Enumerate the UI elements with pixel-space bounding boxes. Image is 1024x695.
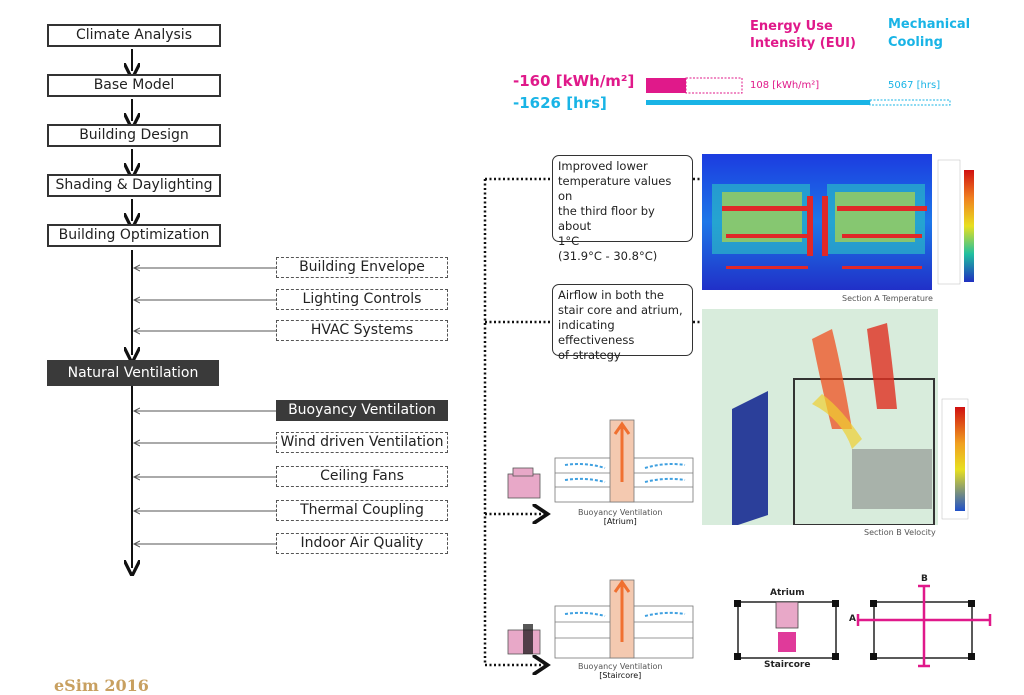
atrium-caption-sub: [Atrium] bbox=[603, 517, 637, 526]
natural-ventilation-box: Natural Ventilation bbox=[47, 360, 219, 386]
step-climate-analysis: Climate Analysis bbox=[47, 24, 221, 47]
cooling-value: 5067 [hrs] bbox=[888, 80, 941, 91]
section-b-caption: Section B Velocity bbox=[864, 528, 936, 537]
note-temperature-line: (31.9°C - 30.8°C) bbox=[558, 249, 658, 263]
step-building-optimization: Building Optimization bbox=[47, 224, 221, 247]
eui-bar-fill bbox=[646, 78, 686, 93]
note-temperature: Improved lower temperature values on the… bbox=[552, 155, 693, 263]
eui-header: Energy Use Intensity (EUI) bbox=[750, 18, 856, 52]
plan-atrium-label: Atrium bbox=[770, 588, 805, 598]
cooling-header-line2: Cooling bbox=[888, 35, 943, 50]
step-shading-daylighting: Shading & Daylighting bbox=[47, 174, 221, 197]
item-lighting-controls: Lighting Controls bbox=[276, 289, 448, 310]
cooling-delta: -1626 [hrs] bbox=[513, 94, 607, 112]
plan-atrium-staircore bbox=[734, 600, 839, 660]
section-cut-label-b: B bbox=[921, 574, 928, 584]
note-airflow-line: indicating effectiveness bbox=[558, 318, 635, 347]
note-airflow-line: of strategy bbox=[558, 348, 621, 362]
note-temperature-line: 1°C bbox=[558, 234, 580, 248]
metrics-bars bbox=[646, 77, 951, 106]
step-base-model: Base Model bbox=[47, 74, 221, 97]
atrium-caption-title: Buoyancy Ventilation bbox=[578, 508, 663, 517]
cooling-bar-fill bbox=[646, 100, 870, 105]
section-a-temperature-image bbox=[702, 154, 974, 290]
staircore-caption-sub: [Staircore] bbox=[599, 671, 642, 680]
section-b-velocity-image bbox=[702, 309, 969, 525]
cooling-header: Mechanical Cooling bbox=[888, 16, 970, 52]
cooling-header-line1: Mechanical bbox=[888, 17, 971, 32]
workflow-connectors bbox=[0, 49, 276, 686]
step-building-design: Building Design bbox=[47, 124, 221, 147]
staircore-caption-title: Buoyancy Ventilation bbox=[578, 662, 663, 671]
plan-staircore-label: Staircore bbox=[764, 660, 811, 670]
eui-header-line2: Intensity (EUI) bbox=[750, 36, 856, 51]
staircore-section-diagram bbox=[507, 579, 694, 659]
item-thermal-coupling: Thermal Coupling bbox=[276, 500, 448, 521]
note-temperature-line: Improved lower bbox=[558, 159, 648, 173]
staircore-caption: Buoyancy Ventilation [Staircore] bbox=[578, 662, 663, 680]
note-temperature-line: temperature values on bbox=[558, 174, 672, 203]
item-ceiling-fans: Ceiling Fans bbox=[276, 466, 448, 487]
item-wind-driven-ventilation: Wind driven Ventilation bbox=[276, 432, 448, 453]
eui-value: 108 [kWh/m²] bbox=[750, 80, 820, 91]
item-hvac-systems: HVAC Systems bbox=[276, 320, 448, 341]
eui-header-line1: Energy Use bbox=[750, 19, 833, 34]
eui-delta: -160 [kWh/m²] bbox=[513, 72, 635, 90]
plan-section-cuts bbox=[856, 584, 992, 668]
section-a-caption: Section A Temperature bbox=[842, 294, 933, 303]
eui-bar-saved bbox=[685, 77, 743, 94]
note-temperature-line: the third floor by about bbox=[558, 204, 655, 233]
atrium-caption: Buoyancy Ventilation [Atrium] bbox=[578, 508, 663, 526]
atrium-section-diagram bbox=[507, 419, 694, 503]
cooling-bar-saved bbox=[869, 99, 951, 106]
note-airflow-line: stair core and atrium, bbox=[558, 303, 683, 317]
item-building-envelope: Building Envelope bbox=[276, 257, 448, 278]
item-indoor-air-quality: Indoor Air Quality bbox=[276, 533, 448, 554]
note-airflow-line: Airflow in both the bbox=[558, 288, 664, 302]
item-buoyancy-ventilation: Buoyancy Ventilation bbox=[276, 400, 448, 421]
note-airflow: Airflow in both the stair core and atriu… bbox=[552, 284, 693, 362]
section-cut-label-a: A bbox=[849, 614, 856, 624]
